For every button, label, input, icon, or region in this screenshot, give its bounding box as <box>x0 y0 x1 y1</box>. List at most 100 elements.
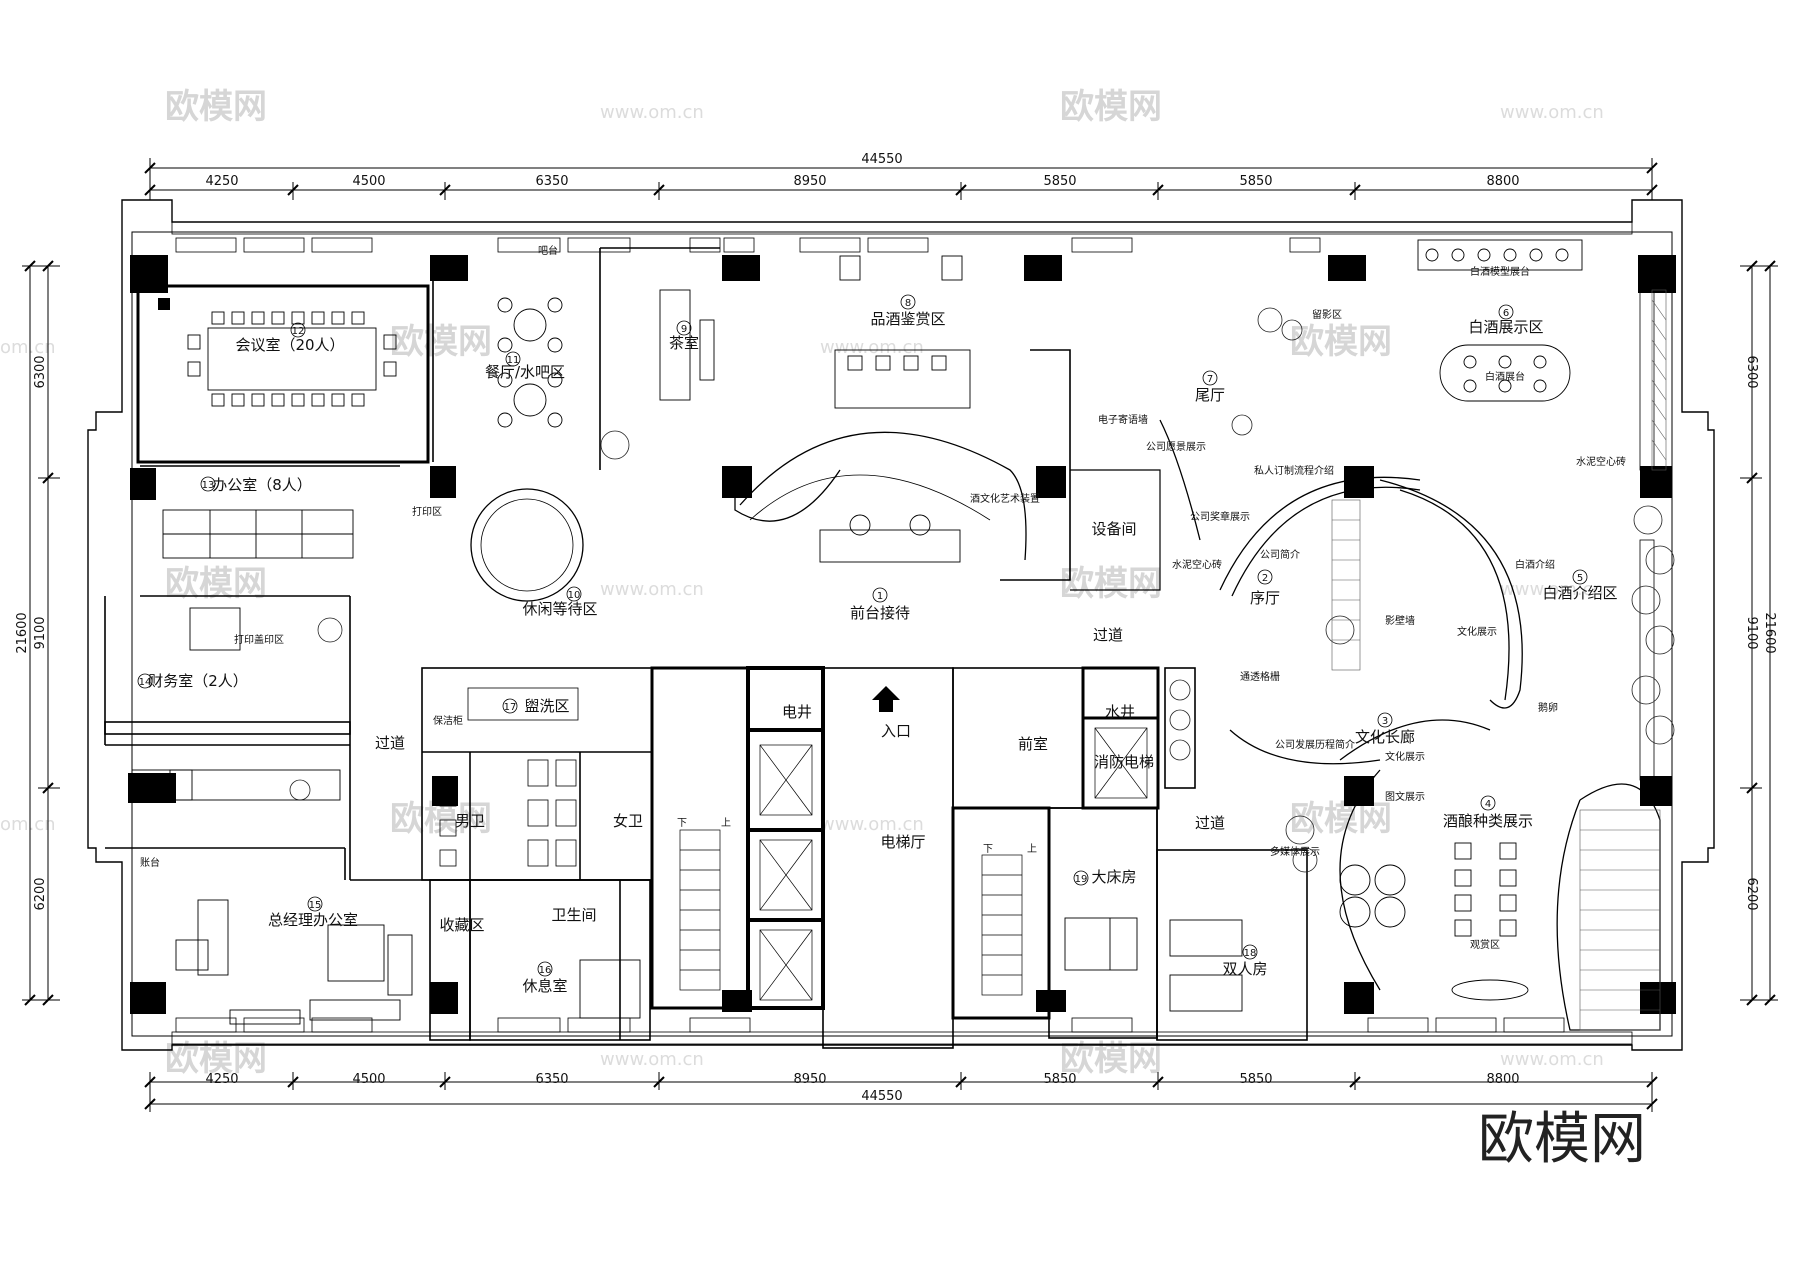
room-name-2: 序厅 <box>1250 589 1280 607</box>
area-corridor: 过道 <box>1093 626 1123 644</box>
room-label-7: 7 尾厅 <box>1195 370 1225 404</box>
note-print-area: 打印区 <box>412 505 442 518</box>
note-print-area-2: 打印盖印区 <box>234 633 284 646</box>
room-label-18: 18 双人房 <box>1222 944 1268 978</box>
area-collection: 收藏区 <box>439 916 484 934</box>
dim-total-right: 21600 <box>1762 612 1777 653</box>
wood-grille-areas <box>1331 289 1667 1031</box>
watermark-corner-brand: 欧模网 <box>1478 1107 1646 1172</box>
dim-bottom-seg: 8950 <box>793 1072 826 1087</box>
room-name-1: 前台接待 <box>850 604 910 622</box>
dim-total-bottom: 44550 <box>861 1089 902 1104</box>
note-bench: 鹅卵 <box>1538 701 1558 714</box>
note-cement-logo: 水泥空心砖 <box>1172 558 1222 571</box>
area-labels: 过道 过道 过道 设备间 电井 水井 入口 电梯厅 前室 消防电梯 男卫 女卫 … <box>375 520 1225 934</box>
watermark-url: om.cn <box>0 337 56 358</box>
watermark-layer: 欧模网 www.om.cn 欧模网 www.om.cn om.cn 欧模网 ww… <box>0 87 1604 1079</box>
watermark-brand: 欧模网 <box>165 87 267 127</box>
dim-bottom-seg: 6350 <box>535 1072 568 1087</box>
dim-top-seg: 8800 <box>1486 174 1519 189</box>
note-dev-history: 公司发展历程简介 <box>1275 738 1355 751</box>
room-label-17: 17 盥洗区 <box>502 697 570 715</box>
note-custom-process: 私人订制流程介绍 <box>1254 464 1334 477</box>
room-label-19: 19 大床房 <box>1073 868 1137 886</box>
room-num-6: 6 <box>1503 308 1509 319</box>
note-bar-counter: 吧台 <box>538 244 558 257</box>
stair-up-left: 上 <box>721 817 731 829</box>
room-label-5: 5 白酒介绍区 <box>1542 569 1618 602</box>
dimension-lines <box>22 158 1778 1112</box>
watermark-url: www.om.cn <box>600 1049 704 1070</box>
dim-left-seg: 9100 <box>33 616 48 649</box>
area-water-shaft: 水井 <box>1105 703 1135 721</box>
room-num-8: 8 <box>905 298 911 309</box>
room-name-5: 白酒介绍区 <box>1542 584 1617 602</box>
room-name-6: 白酒展示区 <box>1468 318 1543 336</box>
room-label-10: 10 休闲等待区 <box>522 586 598 618</box>
area-electric-shaft: 电井 <box>782 703 812 721</box>
room-name-11: 餐厅/水吧区 <box>485 363 565 381</box>
note-multimedia: 多媒体展示 <box>1270 845 1320 858</box>
room-num-15: 15 <box>309 900 322 911</box>
dim-top-seg: 5850 <box>1239 174 1272 189</box>
room-name-8: 品酒鉴赏区 <box>870 310 945 328</box>
note-vent-grille: 通透格栅 <box>1240 670 1280 683</box>
watermark-url: www.om.cn <box>600 579 704 600</box>
room-num-14: 14 <box>139 677 152 688</box>
dim-total-top: 44550 <box>861 152 902 167</box>
room-num-5: 5 <box>1577 573 1583 584</box>
room-name-16: 休息室 <box>522 977 567 995</box>
dim-left-seg: 6200 <box>33 877 48 910</box>
room-label-4: 4 酒酿种类展示 <box>1443 795 1533 830</box>
note-company-intro: 公司简介 <box>1260 548 1300 561</box>
watermark-url: www.om.cn <box>1500 1049 1604 1070</box>
dim-right-seg: 6300 <box>1744 355 1759 388</box>
room-num-10: 10 <box>568 590 581 601</box>
room-name-3: 文化长廊 <box>1355 728 1415 746</box>
note-photo-area: 留影区 <box>1312 308 1342 321</box>
watermark-url: www.om.cn <box>600 102 704 123</box>
watermark-brand: 欧模网 <box>1290 322 1392 362</box>
area-mens-wc: 男卫 <box>455 812 485 830</box>
dim-top-seg: 6350 <box>535 174 568 189</box>
room-num-13: 13 <box>202 480 215 491</box>
dim-left-seg: 6300 <box>33 355 48 388</box>
room-name-12: 会议室（20人） <box>235 336 344 354</box>
stair-down-right: 下 <box>983 844 993 855</box>
annotations: 白酒模型展台 白酒展台 留影区 电子寄语墙 公司愿景展示 私人订制流程介绍 公司… <box>140 244 1626 951</box>
room-num-7: 7 <box>1207 374 1213 385</box>
area-cleaning-cabinet: 保洁柜 <box>433 714 463 727</box>
curved-features <box>470 419 1661 1031</box>
note-accounts: 账台 <box>140 856 160 869</box>
room-label-2: 2 序厅 <box>1250 569 1280 607</box>
room-label-8: 8 品酒鉴赏区 <box>870 294 946 328</box>
baijiu-display <box>1417 239 1583 402</box>
stair-down-left: 下 <box>677 818 687 829</box>
note-company-awards: 公司奖章展示 <box>1190 510 1250 523</box>
area-entrance: 入口 <box>881 722 911 740</box>
dim-right-seg: 9100 <box>1744 616 1759 649</box>
area-front-room: 前室 <box>1018 735 1048 753</box>
room-name-13: 办公室（8人） <box>212 476 312 494</box>
room-num-1: 1 <box>877 591 883 602</box>
watermark-url: www.om.cn <box>820 814 924 835</box>
note-shadow-wall: 影壁墙 <box>1385 614 1415 627</box>
room-name-19: 大床房 <box>1091 868 1136 886</box>
room-label-3: 3 文化长廊 <box>1355 712 1415 746</box>
note-text-display: 图文展示 <box>1385 790 1425 803</box>
note-company-vision: 公司愿景展示 <box>1146 441 1206 453</box>
room-label-16: 16 休息室 <box>522 961 568 995</box>
note-baijiu-intro: 白酒介绍 <box>1515 558 1555 571</box>
room-num-11: 11 <box>507 355 520 366</box>
dim-top-seg: 4250 <box>205 174 238 189</box>
dim-bottom-seg: 5850 <box>1239 1072 1272 1087</box>
watermark-brand: 欧模网 <box>1060 564 1162 604</box>
watermark-url: www.om.cn <box>820 337 924 358</box>
room-label-1: 1 前台接待 <box>850 587 910 622</box>
room-name-4: 酒酿种类展示 <box>1443 812 1533 830</box>
room-num-18: 18 <box>1244 948 1257 959</box>
note-culture-display: 文化展示 <box>1457 625 1497 638</box>
elevator-cars <box>759 727 1148 1001</box>
window-frames <box>175 237 1565 1033</box>
